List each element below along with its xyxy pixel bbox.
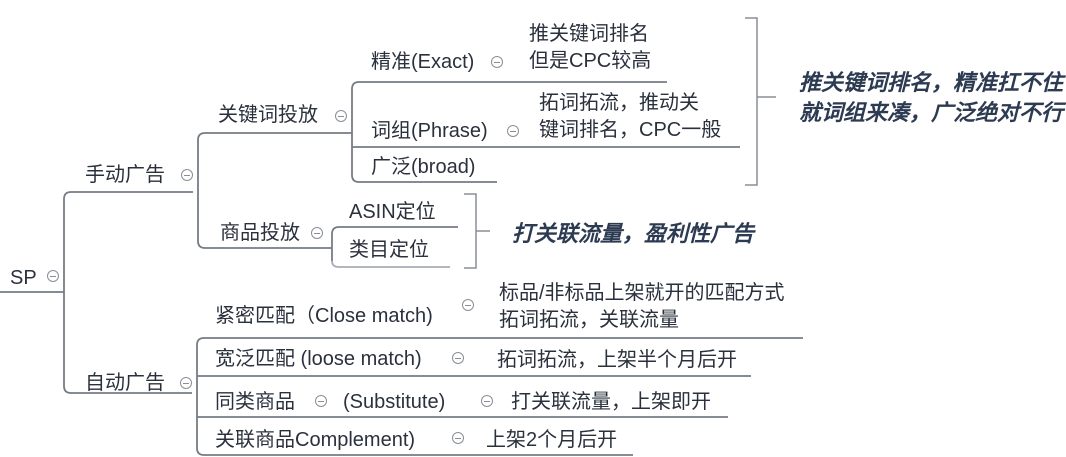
node-sp[interactable]: SP [10, 267, 37, 289]
branch-manual-group [197, 132, 352, 249]
collapse-icon[interactable] [491, 56, 503, 68]
note-close-line2: 拓词拓流，关联流量 [499, 309, 679, 331]
node-auto-ads[interactable]: 自动广告 [85, 372, 165, 394]
node-keyword-targeting[interactable]: 关键词投放 [218, 104, 318, 126]
note-substitute[interactable]: 打关联流量，上架即开 [511, 391, 711, 413]
node-complement[interactable]: 关联商品Complement) [215, 429, 416, 451]
node-substitute[interactable]: 同类商品 [215, 391, 295, 413]
note-complement[interactable]: 上架2个月后开 [486, 429, 618, 451]
node-asin-targeting[interactable]: ASIN定位 [349, 201, 436, 223]
branch-root [0, 191, 193, 394]
collapse-icon[interactable] [335, 110, 347, 122]
note-phrase-line1: 拓词拓流，推动关 [539, 92, 699, 114]
node-loose-match[interactable]: 宽泛匹配 (loose match) [215, 348, 422, 370]
note-close-match[interactable]: 标品/非标品上架就开的匹配方式 拓词拓流，关联流量 [499, 280, 785, 334]
node-manual-ads[interactable]: 手动广告 [85, 164, 165, 186]
collapse-icon[interactable] [315, 395, 327, 407]
collapse-icon[interactable] [507, 125, 519, 137]
collapse-icon[interactable] [181, 169, 193, 181]
callout-bracket-product [464, 193, 490, 269]
note-exact[interactable]: 推关键词排名 但是CPC较高 [529, 21, 651, 75]
collapse-icon[interactable] [180, 377, 192, 389]
note-exact-line1: 推关键词排名 [529, 23, 649, 45]
note-close-line1: 标品/非标品上架就开的匹配方式 [499, 282, 785, 304]
collapse-icon[interactable] [481, 395, 493, 407]
branch-product-group [331, 226, 458, 261]
branch-keyword-group [351, 81, 740, 183]
collapse-icon[interactable] [311, 227, 323, 239]
branch-category-underline [331, 260, 450, 268]
note-phrase[interactable]: 拓词拓流，推动关 键词排名，CPC一般 [539, 90, 721, 144]
node-broad[interactable]: 广泛(broad) [371, 156, 476, 178]
collapse-icon[interactable] [47, 270, 59, 282]
collapse-icon[interactable] [452, 432, 464, 444]
callout-keyword-line1: 推关键词排名，精准扛不住 [799, 70, 1064, 95]
node-close-match[interactable]: 紧密匹配（Close match) [215, 305, 433, 327]
node-category-targeting[interactable]: 类目定位 [349, 239, 429, 261]
node-phrase[interactable]: 词组(Phrase) [371, 120, 488, 142]
note-exact-line2: 但是CPC较高 [529, 50, 652, 72]
callout-keyword-strategy[interactable]: 推关键词排名，精准扛不住 就词组来凑，广泛绝对不行 [799, 68, 1063, 128]
branch-auto-group [196, 337, 803, 456]
node-product-targeting[interactable]: 商品投放 [220, 222, 300, 244]
collapse-icon[interactable] [462, 299, 474, 311]
node-exact[interactable]: 精准(Exact) [371, 51, 475, 73]
note-loose-match[interactable]: 拓词拓流，上架半个月后开 [497, 349, 737, 371]
callout-product-strategy[interactable]: 打关联流量，盈利性广告 [512, 221, 755, 246]
node-substitute-en[interactable]: (Substitute) [343, 391, 446, 413]
callout-keyword-line2: 就词组来凑，广泛绝对不行 [799, 100, 1064, 125]
collapse-icon[interactable] [452, 352, 464, 364]
note-phrase-line2: 键词排名，CPC一般 [539, 119, 722, 141]
callout-bracket-keyword [745, 17, 776, 186]
